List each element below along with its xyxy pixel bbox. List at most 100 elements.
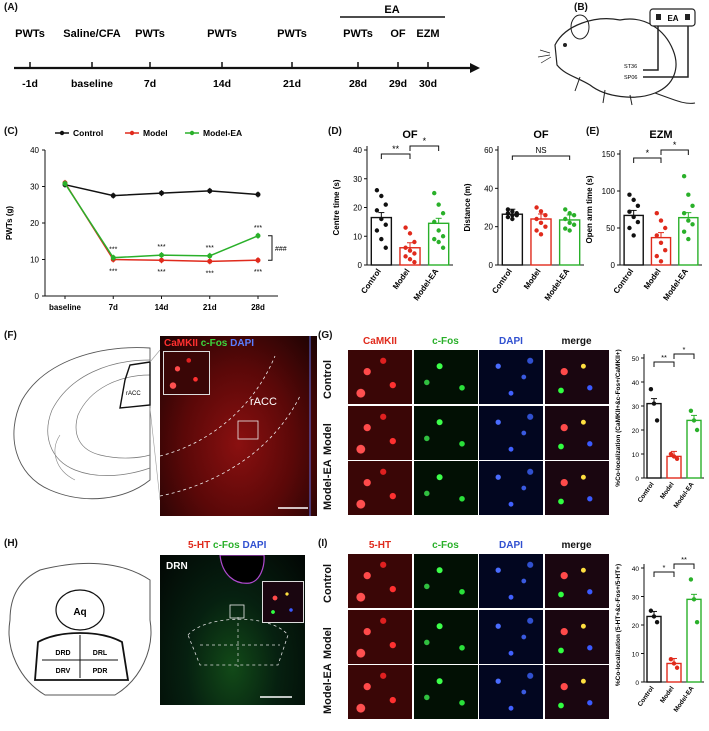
data-point [567, 220, 572, 226]
sig-bracket [653, 571, 675, 577]
chart-title: EZM [649, 129, 672, 141]
micrograph-tile [413, 461, 478, 515]
ea-label: EA [384, 4, 399, 16]
data-point [510, 212, 515, 218]
legend-label: Control [73, 128, 103, 138]
micrograph-tile [413, 665, 478, 719]
data-point [255, 233, 261, 239]
y-axis-label: Distance (m) [463, 183, 472, 231]
data-point [694, 427, 700, 433]
sig-label: * [683, 345, 686, 354]
data-point [538, 220, 544, 226]
timeline-events: PWTs-1dSaline/CFAbaselinePWTs7dPWTs14dPW… [15, 28, 439, 90]
micrograph-tile [544, 405, 609, 460]
sig-bracket [409, 145, 440, 151]
drn-atlas: Aq DRD DRL DRV PDR [8, 563, 152, 696]
panel-label-a: (A) [4, 2, 18, 13]
x-tick-label: Model-EA [543, 267, 572, 303]
y-tick-label: 10 [632, 652, 640, 659]
data-point [383, 202, 388, 207]
timeline-arrow [470, 63, 480, 73]
inset-zoom [262, 581, 304, 623]
y-tick-label: 0 [635, 476, 639, 483]
data-point [686, 218, 691, 223]
bar [686, 598, 702, 683]
data-point [654, 253, 659, 259]
legend-marker [129, 130, 135, 136]
data-point [407, 231, 413, 236]
stain-cfos-label: c-Fos [200, 338, 228, 349]
micrograph-tile [479, 461, 543, 515]
panel-label-h: (H) [4, 538, 18, 549]
sig-label: * [423, 136, 427, 146]
data-point [110, 255, 116, 261]
data-point [658, 240, 664, 245]
micrograph-tile [544, 665, 609, 719]
bar [558, 219, 581, 266]
data-point [505, 211, 511, 216]
channel-header: DAPI [499, 336, 523, 347]
y-tick-label: 10 [632, 452, 640, 459]
ea-device-label: EA [667, 14, 678, 23]
atlas-racc-label: rACC [126, 391, 141, 397]
x-tick-label: Model [522, 267, 543, 291]
data-point [690, 222, 695, 227]
y-tick-label: 20 [632, 428, 640, 435]
y-tick-label: 40 [30, 146, 39, 155]
micrograph-tile [348, 461, 412, 515]
channel-header: c-Fos [432, 540, 459, 551]
data-point [510, 209, 515, 214]
y-tick-label: 0 [489, 261, 494, 270]
data-point [681, 229, 687, 234]
micrograph-tile [348, 350, 412, 404]
panel-label-f: (F) [4, 330, 17, 341]
data-point [159, 257, 164, 263]
sig-star-ea: *** [206, 245, 214, 252]
panel-label-g: (G) [318, 330, 333, 341]
y-tick-label: 30 [632, 404, 640, 411]
data-point [627, 209, 632, 214]
data-point [403, 245, 408, 250]
data-point [635, 203, 641, 208]
timeline-event: Saline/CFA [63, 28, 121, 40]
micrograph-tile [479, 554, 543, 608]
timeline-day: 28d [349, 78, 367, 90]
bar [678, 216, 699, 266]
row-label: Model-EA [322, 663, 334, 714]
legend-label: Model [143, 128, 168, 138]
data-point [159, 190, 164, 196]
micrograph-tile [544, 350, 609, 404]
data-point [635, 219, 641, 225]
data-point [432, 236, 437, 242]
x-tick-label: Model-EA [661, 267, 690, 303]
panel-label-d: (D) [328, 126, 342, 137]
inset-zoom [163, 351, 210, 395]
micrograph-tile [413, 609, 478, 664]
sig-label: * [646, 148, 650, 158]
x-tick-label: 14d [155, 303, 169, 312]
data-point [436, 202, 441, 207]
timeline-event: OF [390, 28, 406, 40]
y-tick-label: 150 [602, 150, 616, 159]
x-tick-label: 28d [251, 303, 265, 312]
timeline-event: PWTs [207, 28, 237, 40]
data-point [379, 193, 384, 199]
sig-bracket [673, 353, 695, 359]
channel-header: CaMKII [363, 336, 397, 347]
row-label: Control [322, 359, 334, 399]
data-point [440, 211, 446, 216]
sig-label: ** [661, 353, 667, 362]
data-point [383, 245, 388, 250]
x-tick-label: Model [642, 267, 663, 291]
sp06-label: SP06 [624, 75, 637, 81]
data-point [255, 192, 261, 198]
sig-star-ea: *** [157, 244, 165, 251]
micrograph-tile [348, 554, 412, 608]
y-axis-label: PWTs (g) [5, 206, 14, 240]
sig-bracket [660, 149, 689, 155]
legend-marker [59, 130, 65, 136]
y-tick-label: 30 [632, 595, 640, 602]
